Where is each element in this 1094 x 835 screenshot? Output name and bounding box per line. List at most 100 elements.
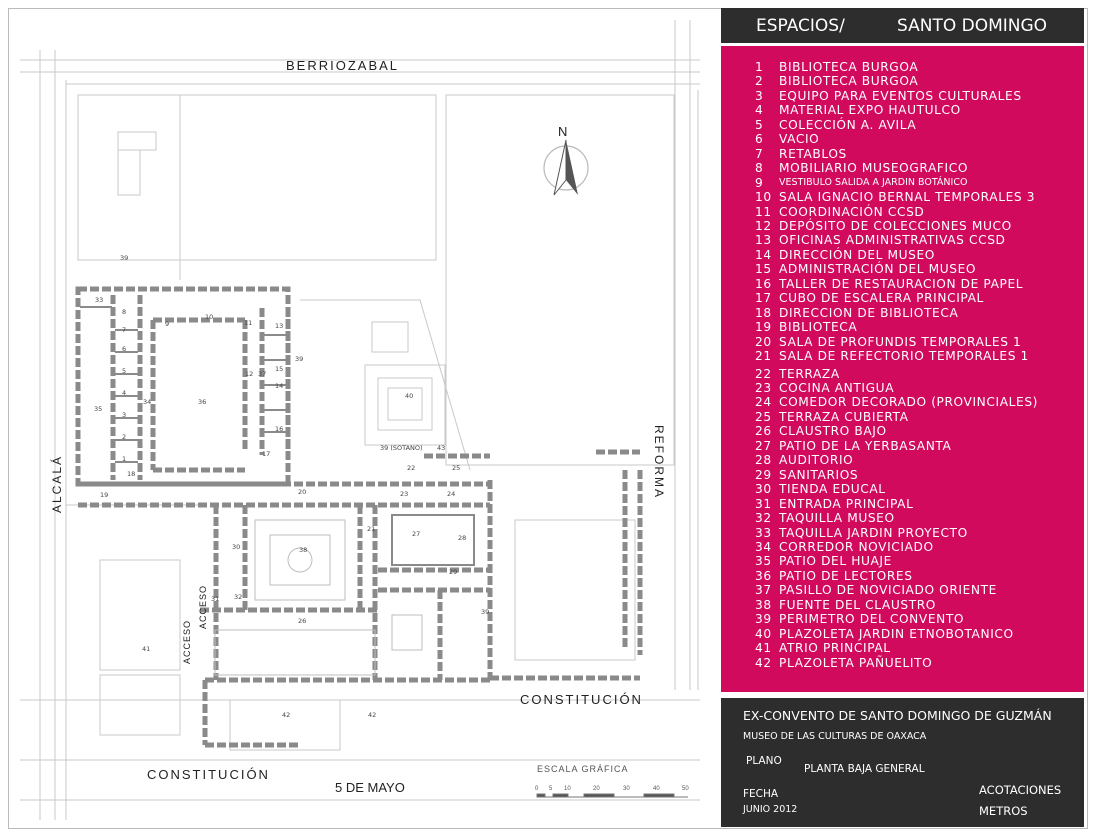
room-number-label: 15 [275,365,284,373]
legend-item-number: 28 [755,453,772,468]
north-label: N [558,124,568,139]
room-number-label: 19 [100,491,109,499]
legend-item-label: SALA DE REFECTORIO TEMPORALES 1 [779,349,1029,364]
legend-item-label: CUBO DE ESCALERA PRINCIPAL [779,291,984,306]
legend-item: 41 ATRIO PRINCIPAL [755,641,1038,655]
legend-item-label: PATIO DE LA YERBASANTA [779,438,952,453]
room-number-label: 34 [143,398,152,406]
legend-item-number: 29 [755,467,772,482]
legend-item-number: 40 [755,626,772,641]
room-number-label: 14 [275,382,284,390]
legend-item-label: SALA DE PROFUNDIS TEMPORALES 1 [779,334,1022,349]
legend-item-number: 26 [755,424,772,439]
room-number-label: 39 [120,254,129,262]
room-number-label: 2 [122,433,127,441]
floor-plan-map [20,20,700,820]
scale-title: ESCALA GRÁFICA [537,764,629,774]
legend-item-label: CORREDOR NOVICIADO [779,539,934,554]
legend-item-number: 35 [755,554,772,569]
room-number-label: 39 (SOTANO) [380,444,423,452]
acceso-label: ACCESO [198,585,208,630]
legend-item-number: 31 [755,496,772,511]
room-number-label: 23 [400,490,409,498]
legend-item-label: PLAZOLETA PAÑUELITO [779,655,933,670]
legend-item-number: 13 [755,233,772,248]
legend-item-number: 2 [755,74,764,89]
legend-item-label: RETABLOS [779,146,847,161]
map-frame [8,8,1088,829]
room-number-label: 35 [94,405,103,413]
scale-tick: 20 [593,786,600,792]
room-number-label: 8 [122,308,127,316]
legend-item-label: ATRIO PRINCIPAL [779,641,891,656]
legend-item-number: 32 [755,511,772,526]
legend-item-label: TIENDA EDUCAL [779,482,886,497]
room-number-label: 42 [368,711,377,719]
legend-title-right: SANTO DOMINGO [897,15,1048,36]
legend-item-label: VESTIBULO SALIDA A JARDIN BOTÁNICO [779,176,968,188]
legend-item-number: 39 [755,612,772,627]
legend-item-number: 3 [755,88,764,103]
room-number-label: 32 [234,593,243,601]
legend-item: 21 SALA DE REFECTORIO TEMPORALES 1 [755,349,1038,363]
legend-item-number: 33 [755,525,772,540]
legend-item-number: 16 [755,276,772,291]
legend-item: 1 BIBLIOTECA BURGOA [755,60,1038,74]
scale-bar [536,793,688,798]
legend-item-number: 41 [755,641,772,656]
legend-item-number: 14 [755,247,772,262]
legend-item-label: TAQUILLA JARDIN PROYECTO [779,525,968,540]
room-number-label: 43 [437,444,446,452]
legend-item-label: BIBLIOTECA BURGOA [779,60,919,74]
legend-item-label: BIBLIOTECA [779,320,858,335]
room-number-label: 38 [299,546,308,554]
room-number-label: 13 [275,322,284,330]
street-berriozabal: BERRIOZABAL [286,58,400,73]
legend-item-label: TERRAZA [779,366,840,381]
room-number-label: 4 [122,389,127,397]
legend-item-number: 24 [755,395,772,410]
legend-item-label: PERIMETRO DEL CONVENTO [779,612,965,627]
room-number-label: 7 [122,326,127,334]
legend-item-label: COCINA ANTIGUA [779,380,895,395]
legend-item-number: 42 [755,655,772,670]
legend-item: 14 DIRECCIÓN DEL MUSEO [755,248,1038,262]
legend-item-number: 27 [755,438,772,453]
legend-item-label: MOBILIARIO MUSEOGRAFICO [779,161,969,176]
legend-item: 27 PATIO DE LA YERBASANTA [755,439,1038,453]
legend-item-number: 1 [755,60,764,74]
legend-item-number: 12 [755,218,772,233]
legend-item: 42 PLAZOLETA PAÑUELITO [755,656,1038,670]
room-number-label: 10 [205,313,214,321]
room-number-label: 36 [198,398,207,406]
legend-item-number: 6 [755,132,764,147]
legend-item-label: DIRECCIÓN DEL MUSEO [779,247,935,262]
legend-item-label: ENTRADA PRINCIPAL [779,496,914,511]
north-arrow-icon [543,139,589,196]
legend-item-number: 21 [755,349,772,364]
street-alcala: ALCALÁ [50,455,64,514]
legend-item-label: ADMINISTRACIÓN DEL MUSEO [779,262,977,277]
room-number-label: 21 [367,525,376,533]
legend-item-label: DIRECCION DE BIBLIOTECA [779,305,959,320]
legend-item: 31 ENTRADA PRINCIPAL [755,497,1038,511]
room-number-label: 12 [245,370,254,378]
